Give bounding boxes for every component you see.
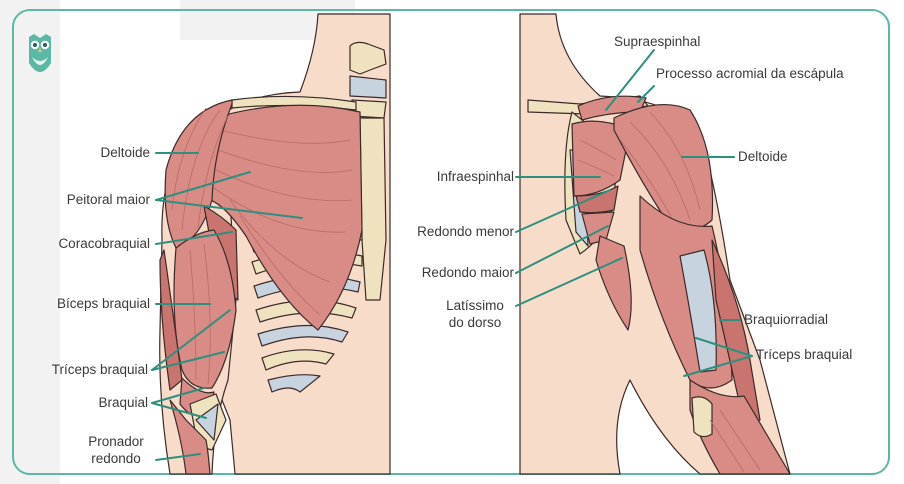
label-braquiorradial: Braquiorradial [744,312,829,327]
label-redondo-maior: Redondo maior [421,265,514,280]
label-latissimo-line1: Latíssimo [446,298,504,313]
label-latissimo-line2: do dorso [448,315,502,330]
label-triceps-braquial-anterior: Tríceps braquial [51,362,148,377]
label-coracobraquial: Coracobraquial [58,236,150,251]
label-peitoral-maior: Peitoral maior [66,192,150,207]
label-deltoide-anterior: Deltoide [100,145,150,160]
label-processo-acromial: Processo acromial da escápula [656,66,844,81]
anterior-spine [349,41,387,75]
latissimus-dorsi [595,235,632,331]
label-supraespinhal: Supraespinhal [614,34,701,49]
label-biceps-braquial: Bíceps braquial [56,296,150,311]
label-triceps-braquial-posterior: Tríceps braquial [756,347,853,362]
diagram-frame [12,9,890,475]
sternum [359,117,387,301]
label-braquial: Braquial [98,395,148,410]
anterior-forearm [169,399,211,475]
owl-logo-icon [29,34,51,72]
teres-minor [575,185,619,214]
supraspinatus [577,95,647,121]
leader-lines [151,49,753,461]
olecranon [691,396,713,438]
label-pronador-redondo-line1: Pronador [88,434,144,449]
label-deltoide-posterior: Deltoide [738,149,788,164]
pectoralis-major [209,104,363,331]
deltoid-posterior [613,103,714,231]
label-redondo-menor: Redondo menor [417,224,514,239]
triceps-anterior [159,249,183,391]
background-stripe [0,0,60,484]
label-infraespinhal: Infraespinhal [436,169,514,184]
label-pronador-redondo-line2: redondo [91,451,141,466]
